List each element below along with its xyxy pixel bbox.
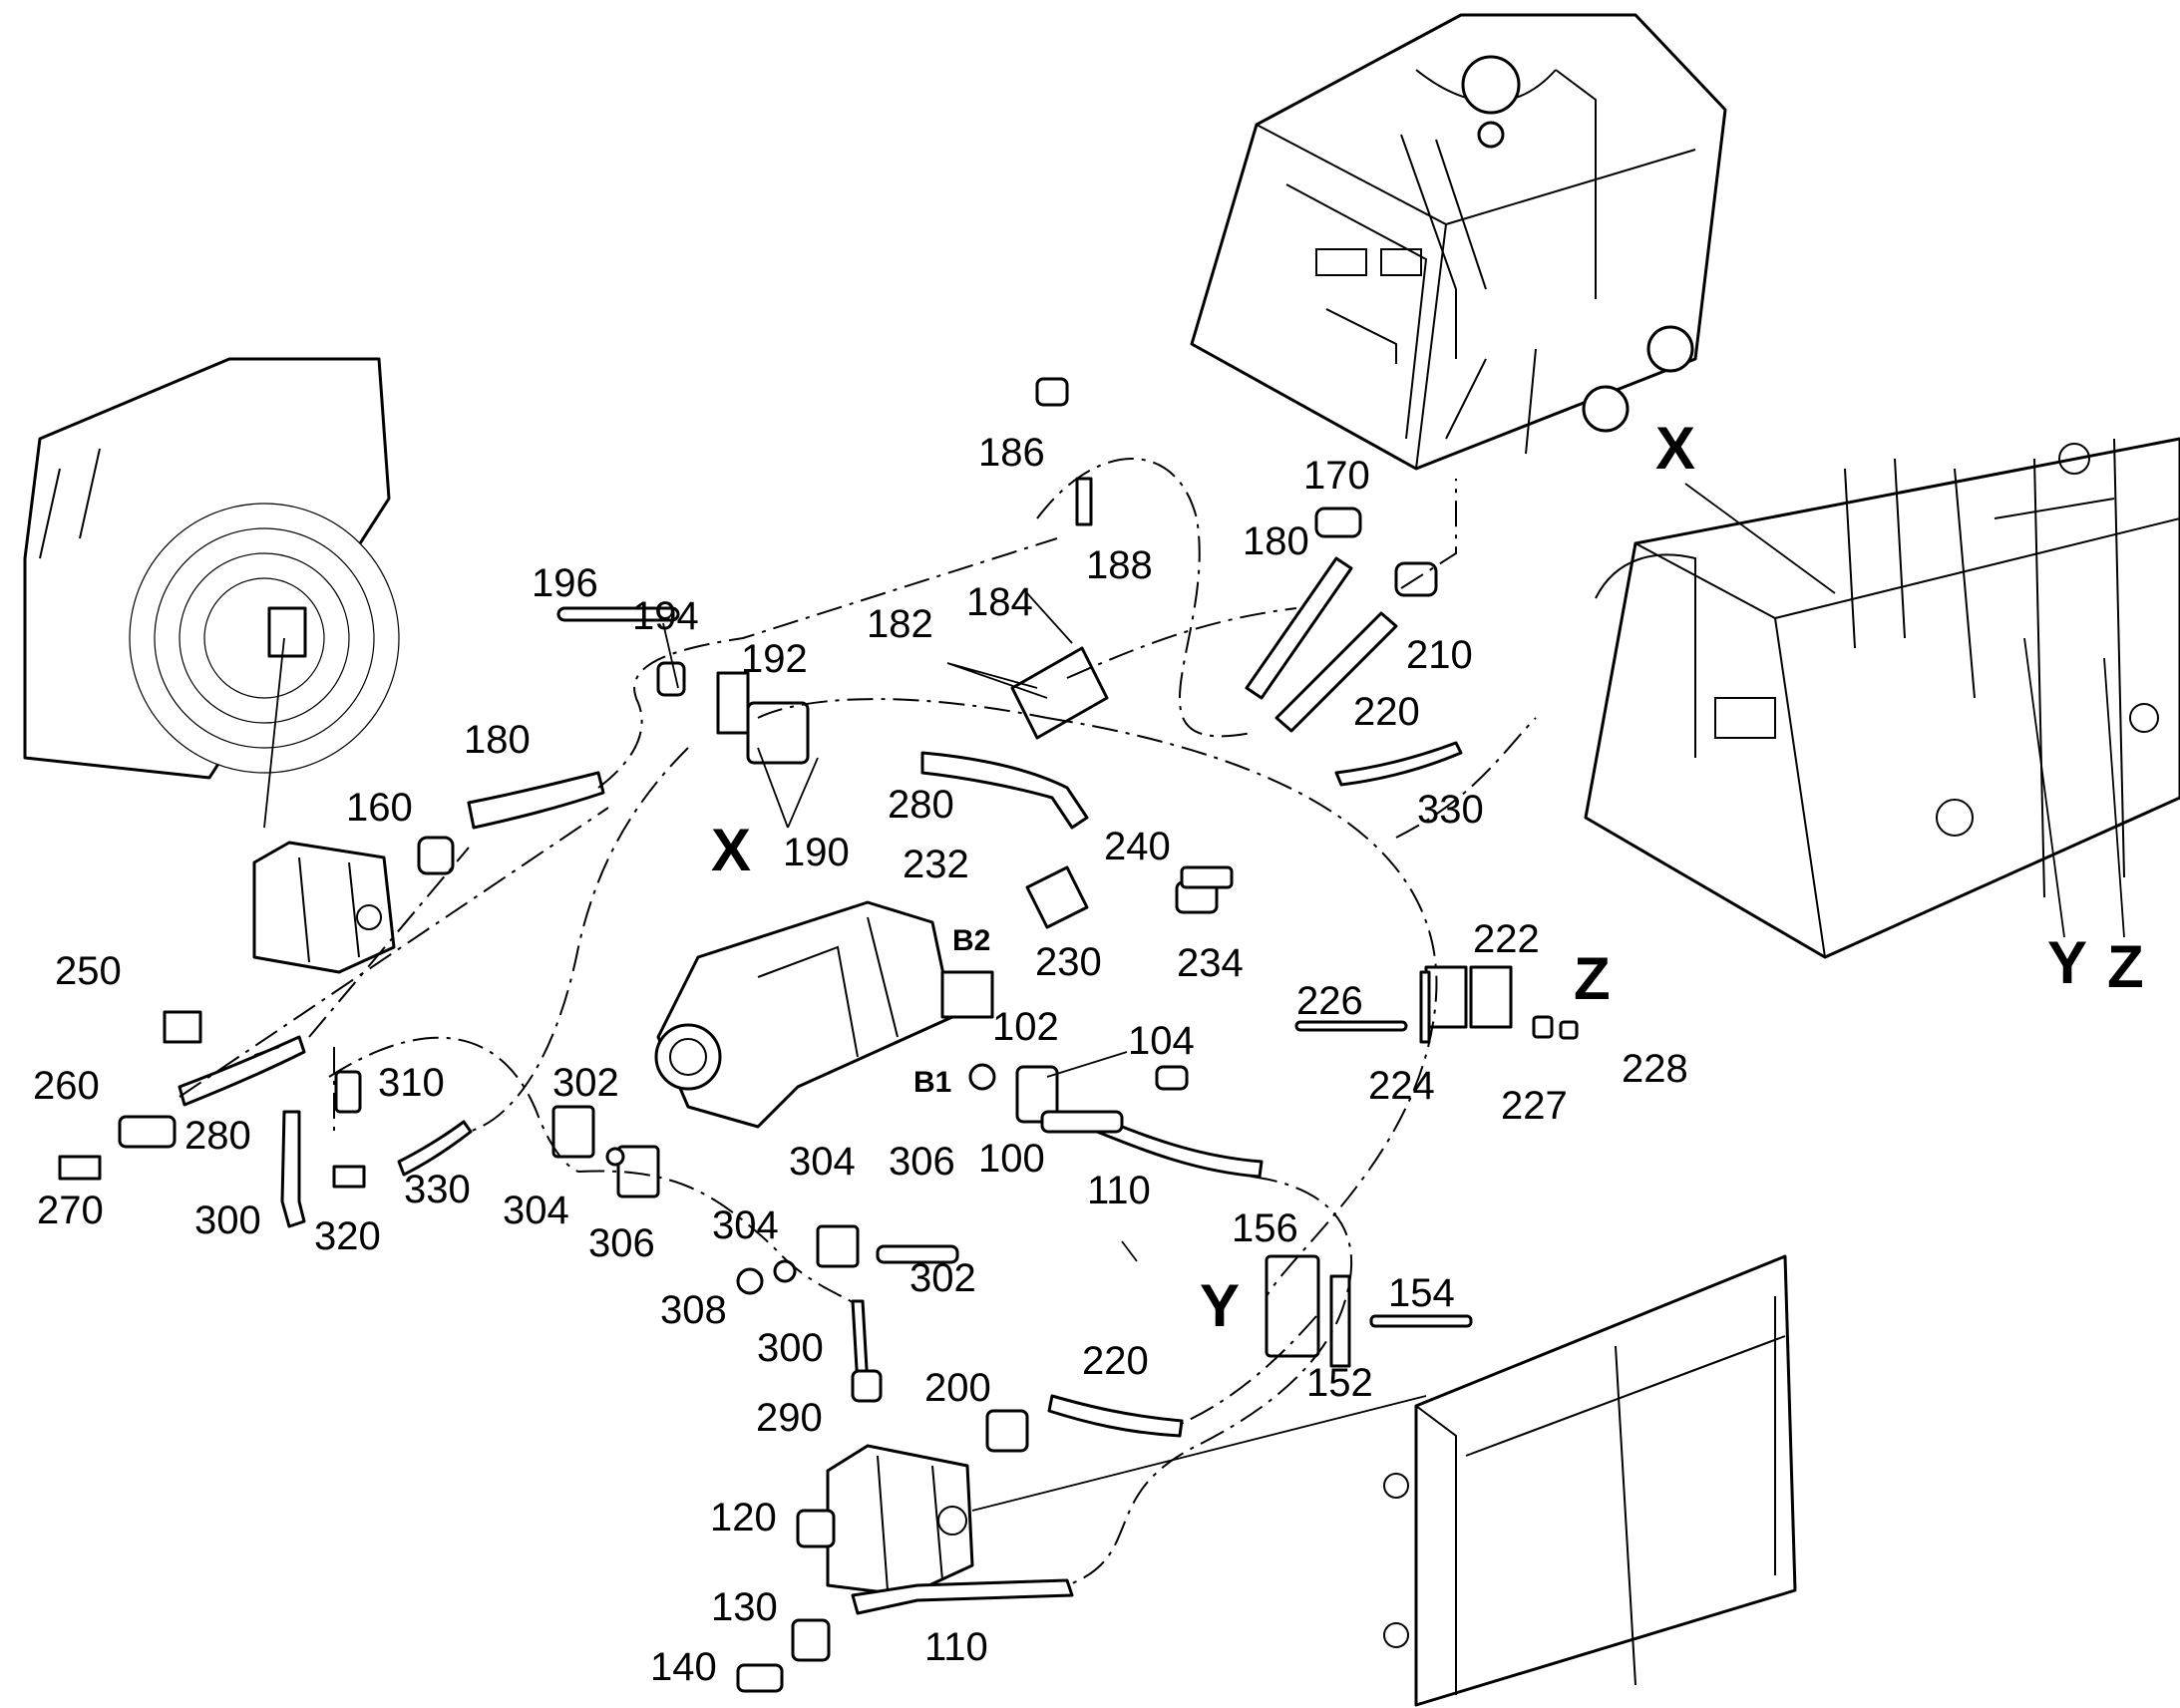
tag-z-clamp: Z — [1574, 945, 1611, 1012]
callout-154: 154 — [1388, 1271, 1455, 1315]
callout-308: 308 — [660, 1288, 727, 1332]
callout-220-bottom: 220 — [1082, 1339, 1149, 1383]
callout-232: 232 — [903, 843, 969, 886]
callout-188: 188 — [1086, 543, 1153, 587]
callout-320: 320 — [314, 1214, 381, 1258]
callout-300-bottom: 300 — [757, 1326, 824, 1370]
callout-230: 230 — [1035, 940, 1102, 984]
callout-200: 200 — [924, 1366, 991, 1410]
callout-304-c: 304 — [712, 1203, 779, 1247]
tag-x-clamp: X — [711, 817, 751, 883]
main-pump-assembly — [654, 900, 994, 1129]
oil-cooler-left — [23, 357, 400, 780]
callout-260: 260 — [33, 1064, 100, 1108]
callout-228: 228 — [1622, 1047, 1688, 1091]
callout-220-top: 220 — [1353, 690, 1420, 734]
callout-234: 234 — [1177, 941, 1244, 985]
callout-302-bottom: 302 — [909, 1256, 976, 1300]
tag-x-frame: X — [1655, 415, 1695, 482]
callout-104: 104 — [1128, 1019, 1195, 1063]
machine-frame — [1584, 437, 2180, 959]
callout-196: 196 — [532, 561, 598, 605]
hydraulic-tank — [1190, 13, 1727, 471]
callout-160: 160 — [346, 786, 413, 830]
callout-306-b: 306 — [889, 1140, 955, 1184]
callout-156: 156 — [1232, 1206, 1298, 1250]
tag-z-frame: Z — [2107, 933, 2144, 1000]
callout-290: 290 — [756, 1396, 823, 1440]
callout-120: 120 — [710, 1496, 777, 1539]
gear-pump-left — [252, 841, 396, 974]
callout-222: 222 — [1473, 917, 1540, 961]
callout-304-a: 304 — [503, 1189, 569, 1232]
port-b1: B1 — [913, 1066, 951, 1099]
callout-186: 186 — [978, 431, 1045, 475]
callout-330-top: 330 — [1417, 788, 1484, 832]
callout-152: 152 — [1306, 1361, 1373, 1405]
callout-184: 184 — [966, 580, 1033, 624]
routing-lines — [179, 458, 1537, 1586]
callout-250: 250 — [55, 949, 122, 993]
callout-130: 130 — [711, 1585, 778, 1629]
callout-170: 170 — [1303, 454, 1370, 498]
callout-226: 226 — [1296, 979, 1363, 1023]
callout-210: 210 — [1406, 633, 1473, 677]
radiator-bottom — [1383, 1254, 1797, 1707]
fittings — [58, 377, 1579, 1693]
port-labels: B2 B1 — [913, 924, 990, 1099]
callout-224: 224 — [1368, 1064, 1435, 1108]
callout-102: 102 — [992, 1005, 1059, 1049]
callout-110-bottom: 110 — [924, 1625, 988, 1669]
callout-180-top: 180 — [1243, 519, 1309, 563]
callout-194: 194 — [632, 594, 699, 638]
callout-306-a: 306 — [588, 1221, 655, 1265]
callout-100: 100 — [978, 1137, 1045, 1181]
callout-190: 190 — [783, 831, 850, 874]
callout-240: 240 — [1104, 825, 1171, 868]
callout-180-left: 180 — [464, 718, 531, 762]
detail-tags: X X Z Y Y Z — [711, 415, 2144, 1339]
callouts: 186 188 170 180 196 194 192 182 184 210 … — [33, 431, 1688, 1689]
hoses — [178, 556, 1463, 1615]
callout-280-left: 280 — [184, 1114, 251, 1158]
callout-140: 140 — [650, 1645, 717, 1689]
callout-300-left: 300 — [194, 1198, 261, 1242]
callout-192: 192 — [741, 637, 808, 681]
gear-pump-bottom — [826, 1444, 974, 1597]
callout-270: 270 — [37, 1189, 104, 1232]
leader-lines — [263, 483, 2125, 1512]
callout-304-b: 304 — [789, 1140, 856, 1184]
port-b2: B2 — [952, 924, 990, 957]
callout-280-top: 280 — [888, 783, 954, 827]
tag-y-clamp: Y — [1200, 1272, 1240, 1339]
callout-310: 310 — [378, 1061, 445, 1105]
callout-110-mid: 110 — [1087, 1169, 1151, 1212]
callout-182: 182 — [867, 602, 933, 646]
callout-302-top: 302 — [552, 1061, 619, 1105]
callout-227: 227 — [1501, 1084, 1568, 1128]
tag-y-frame: Y — [2047, 929, 2087, 996]
callout-330-left: 330 — [404, 1168, 471, 1211]
